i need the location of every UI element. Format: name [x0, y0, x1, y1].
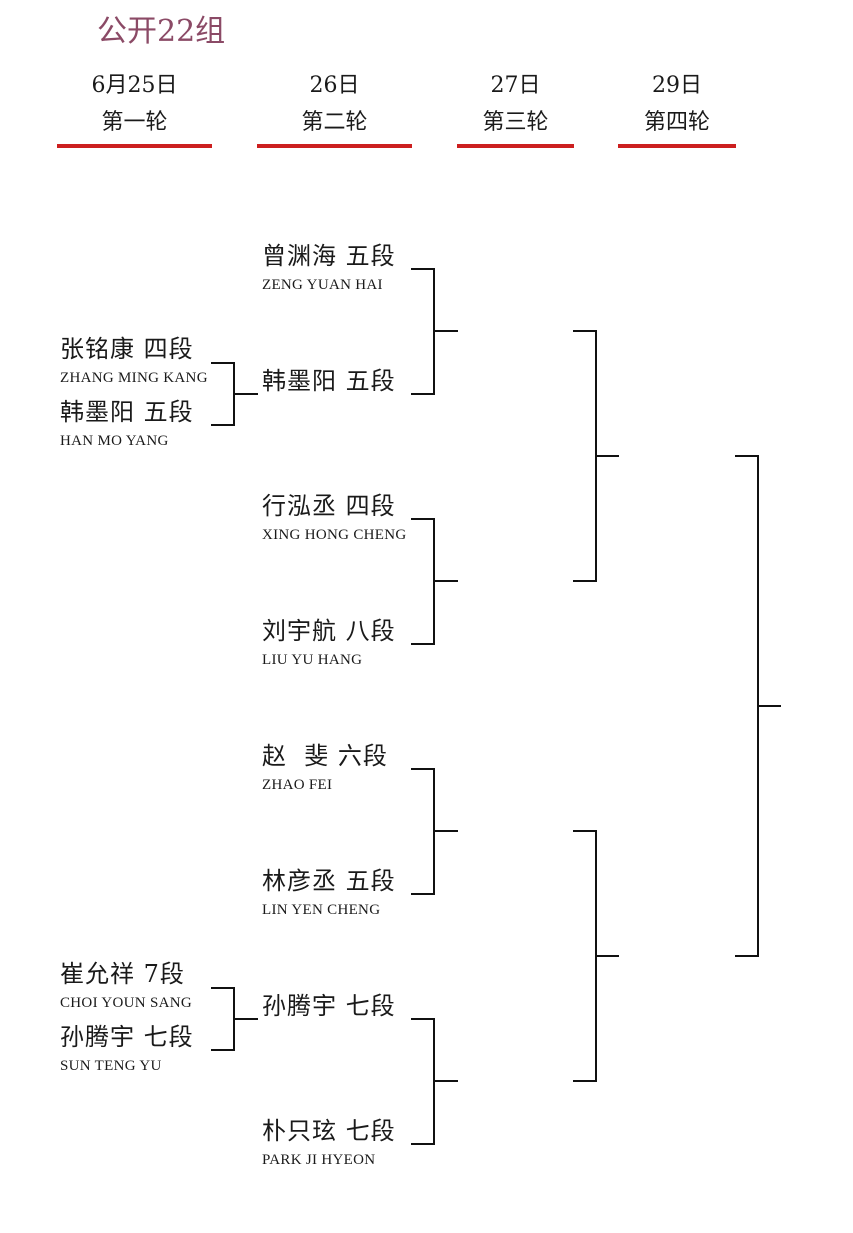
- round-header-2: 26日 第二轮: [257, 72, 412, 148]
- player-name-cn: 刘宇航 八段: [262, 617, 396, 645]
- round-date: 26日: [309, 73, 360, 98]
- player-name-en: PARK JI HYEON: [262, 1152, 376, 1168]
- player-name-cn: 赵 斐 六段: [262, 742, 388, 770]
- player-name-cn: 韩墨阳 五段: [60, 398, 194, 426]
- player-name-en: SUN TENG YU: [60, 1058, 162, 1074]
- round1-player: 张铭康 四段 ZHANG MING KANG: [60, 335, 208, 387]
- round-date: 6月25日: [91, 73, 178, 98]
- round2-player: 朴只玹 七段 PARK JI HYEON: [262, 1117, 396, 1169]
- round-label: 第三轮: [482, 110, 549, 135]
- round2-player: 行泓丞 四段 XING HONG CHENG: [262, 492, 407, 544]
- bracket-r2-1: [411, 268, 458, 395]
- bracket-r2-4: [411, 1018, 458, 1145]
- bracket-r1-bottom: [211, 987, 258, 1051]
- player-name-en: XING HONG CHENG: [262, 527, 407, 543]
- round1-player: 崔允祥 7段 CHOI YOUN SANG: [60, 960, 192, 1012]
- page-title: 公开22组: [97, 14, 226, 49]
- round1-player: 孙腾宇 七段 SUN TENG YU: [60, 1023, 194, 1075]
- bracket-r3-2: [573, 830, 619, 1082]
- player-name-cn: 孙腾宇 七段: [262, 992, 396, 1020]
- round-label: 第二轮: [301, 110, 368, 135]
- round2-player: 孙腾宇 七段: [262, 992, 396, 1026]
- player-name-en: ZHAO FEI: [262, 777, 333, 793]
- player-name-cn: 韩墨阳 五段: [262, 367, 396, 395]
- round-underline: [618, 144, 736, 148]
- round-date: 29日: [652, 73, 702, 98]
- round2-player: 曾渊海 五段 ZENG YUAN HAI: [262, 242, 396, 294]
- round-underline: [257, 144, 412, 148]
- round2-player: 刘宇航 八段 LIU YU HANG: [262, 617, 396, 669]
- round-label: 第一轮: [101, 110, 168, 135]
- round-underline: [57, 144, 212, 148]
- player-name-cn: 林彦丞 五段: [262, 867, 396, 895]
- player-name-en: ZHANG MING KANG: [60, 370, 208, 386]
- bracket-r2-3: [411, 768, 458, 895]
- player-name-cn: 崔允祥 7段: [60, 960, 185, 988]
- player-name-cn: 行泓丞 四段: [262, 492, 396, 520]
- round-header-4: 29日 第四轮: [618, 72, 736, 148]
- bracket-r2-2: [411, 518, 458, 645]
- round-underline: [457, 144, 574, 148]
- player-name-en: LIU YU HANG: [262, 652, 363, 668]
- bracket-r3-1: [573, 330, 619, 582]
- player-name-cn: 曾渊海 五段: [262, 242, 396, 270]
- player-name-en: LIN YEN CHENG: [262, 902, 381, 918]
- player-name-en: ZENG YUAN HAI: [262, 277, 383, 293]
- bracket-r4: [735, 455, 781, 957]
- round2-player: 赵 斐 六段 ZHAO FEI: [262, 742, 388, 794]
- round-date: 27日: [490, 73, 541, 98]
- round-header-1: 6月25日 第一轮: [57, 72, 212, 148]
- player-name-en: HAN MO YANG: [60, 433, 169, 449]
- player-name-en: CHOI YOUN SANG: [60, 995, 192, 1011]
- bracket-r1-top: [211, 362, 258, 426]
- player-name-cn: 朴只玹 七段: [262, 1117, 396, 1145]
- player-name-cn: 张铭康 四段: [60, 335, 194, 363]
- round-label: 第四轮: [643, 110, 710, 135]
- round1-player: 韩墨阳 五段 HAN MO YANG: [60, 398, 194, 450]
- round2-player: 林彦丞 五段 LIN YEN CHENG: [262, 867, 396, 919]
- player-name-cn: 孙腾宇 七段: [60, 1023, 194, 1051]
- round-header-3: 27日 第三轮: [457, 72, 574, 148]
- round2-player: 韩墨阳 五段: [262, 367, 396, 401]
